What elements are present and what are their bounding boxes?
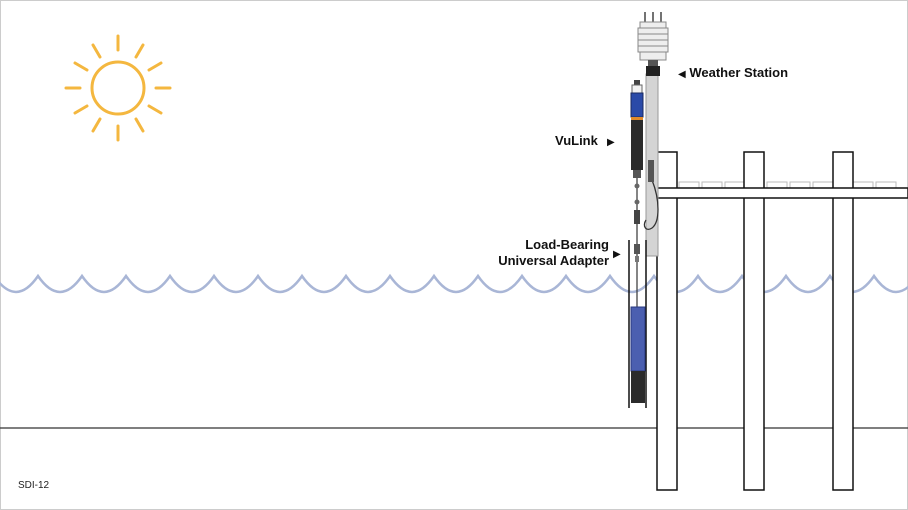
deck-board — [812, 181, 834, 189]
vulink-label: VuLink — [555, 133, 598, 148]
weather-station-label-group: ◀ Weather Station — [678, 65, 788, 83]
pier — [656, 151, 908, 491]
deck-board — [701, 181, 723, 189]
sun-icon — [64, 34, 172, 142]
water-surface — [0, 273, 908, 294]
pier-post — [832, 151, 854, 491]
adapter-label-line2: Universal Adapter — [498, 253, 609, 268]
pier-beam — [656, 187, 908, 199]
arrow-left-icon: ◀ — [678, 69, 686, 80]
adapter-label-group: Load-Bearing Universal Adapter — [487, 237, 609, 269]
pier-post — [743, 151, 765, 491]
deck-board — [766, 181, 788, 189]
deck-board — [678, 181, 700, 189]
deck-board — [789, 181, 811, 189]
adapter-assembly — [628, 236, 647, 408]
deck-board — [724, 181, 746, 189]
deck-board — [852, 181, 874, 189]
universal-adapter — [634, 244, 640, 254]
weather-station — [637, 12, 669, 76]
weather-station-label: Weather Station — [689, 65, 789, 80]
vulink-device — [630, 80, 659, 236]
deck-board — [875, 181, 897, 189]
vulink-label-group: VuLink ▶ — [555, 133, 615, 151]
pier-post — [656, 151, 678, 491]
adapter-label-line1: Load-Bearing — [525, 237, 609, 252]
arrow-right-icon: ▶ — [601, 137, 615, 148]
submerged-sensor — [630, 306, 646, 403]
arrow-right-icon: ▶ — [613, 249, 621, 260]
protocol-tag: SDI-12 — [18, 480, 50, 491]
